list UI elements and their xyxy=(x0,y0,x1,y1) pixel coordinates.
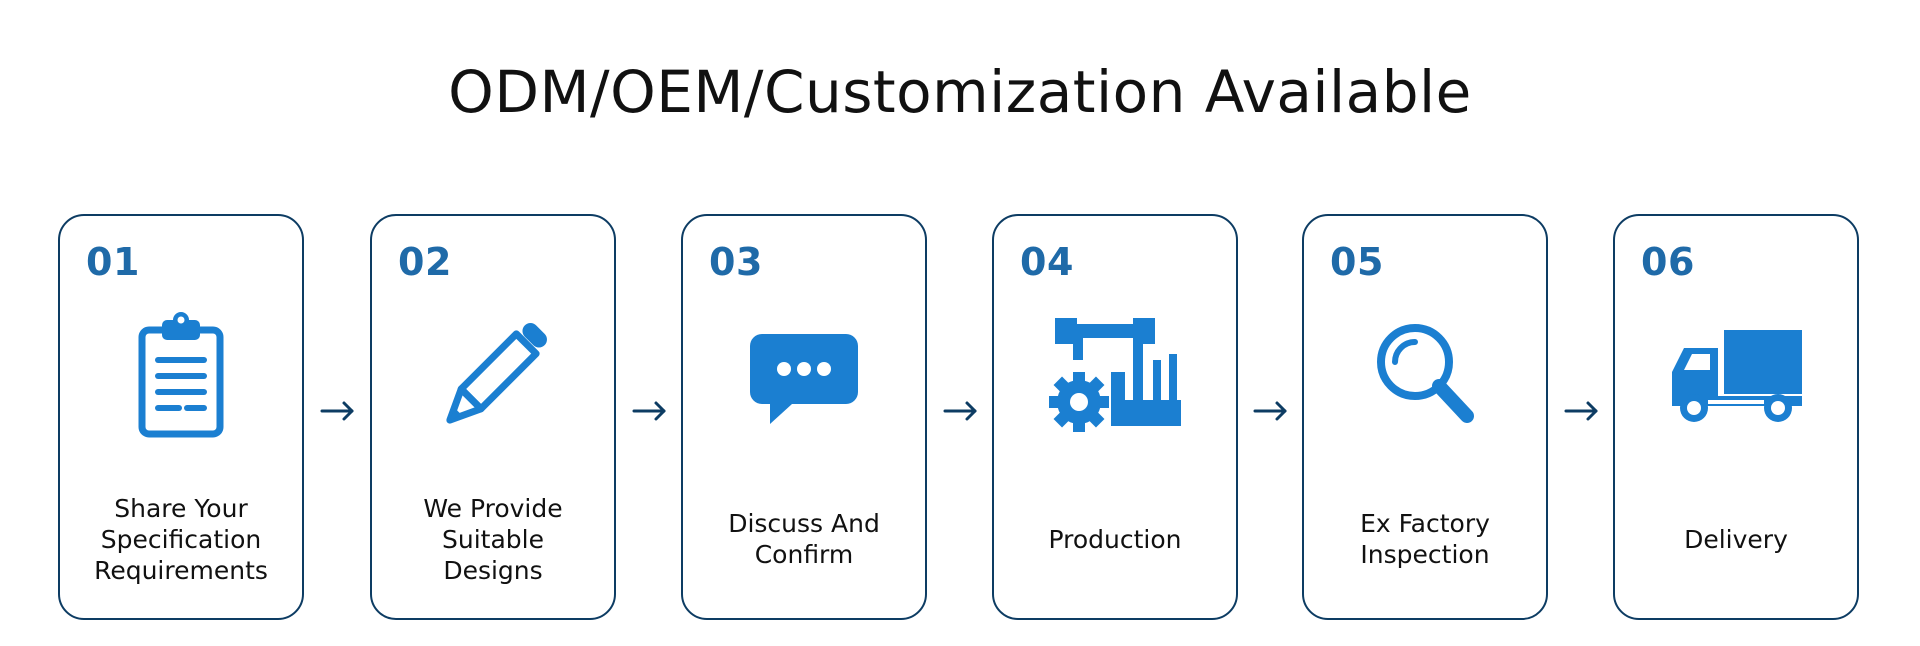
step-label: Production xyxy=(1048,524,1182,554)
step-card-3: 03 Discuss And Confirm xyxy=(681,214,927,620)
factory-gear-icon xyxy=(1045,312,1185,442)
arrow-right-icon xyxy=(941,396,981,426)
step-label: We Provide Suitable Designs xyxy=(423,493,563,585)
arrow-right-icon xyxy=(318,396,358,426)
pencil-icon xyxy=(423,312,563,442)
step-number: 06 xyxy=(1641,240,1695,284)
step-number: 01 xyxy=(86,240,140,284)
step-card-6: 06 Delivery xyxy=(1613,214,1859,620)
step-label: Delivery xyxy=(1684,524,1788,554)
clipboard-icon xyxy=(111,312,251,442)
arrow-right-icon xyxy=(1562,396,1602,426)
step-card-2: 02 We Provide Suitable Designs xyxy=(370,214,616,620)
step-card-5: 05 Ex Factory Inspection xyxy=(1302,214,1548,620)
magnifier-icon xyxy=(1355,312,1495,442)
step-number: 03 xyxy=(709,240,763,284)
arrow-right-icon xyxy=(630,396,670,426)
step-card-1: 01 Share Your Specification Requirements xyxy=(58,214,304,620)
step-number: 02 xyxy=(398,240,452,284)
step-label: Discuss And Confirm xyxy=(728,509,880,569)
page-title: ODM/OEM/Customization Available xyxy=(448,58,1472,126)
step-card-4: 04 xyxy=(992,214,1238,620)
step-number: 04 xyxy=(1020,240,1074,284)
step-label: Share Your Specification Requirements xyxy=(94,493,268,585)
arrow-right-icon xyxy=(1251,396,1291,426)
step-label: Ex Factory Inspection xyxy=(1360,509,1490,569)
chat-bubble-icon xyxy=(734,312,874,442)
truck-icon xyxy=(1666,312,1806,442)
step-number: 05 xyxy=(1330,240,1384,284)
